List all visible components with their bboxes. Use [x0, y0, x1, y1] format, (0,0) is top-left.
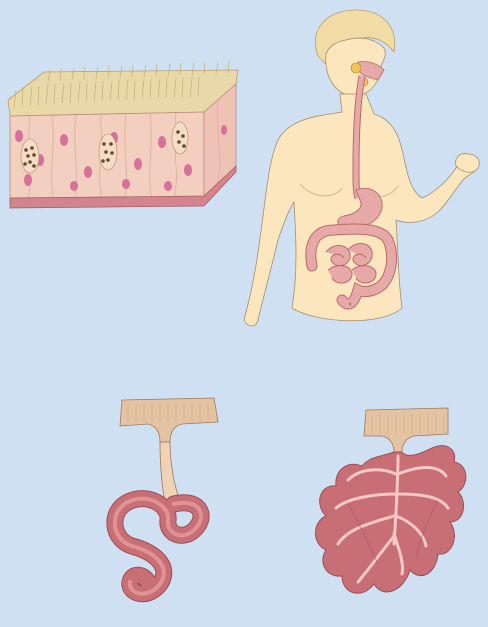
epithelium-svg	[7, 60, 239, 209]
large-intestine	[306, 224, 397, 309]
surface-texture	[127, 404, 209, 422]
nasal-cavity	[357, 61, 385, 81]
compound-branched-gland-illustration	[308, 404, 474, 612]
epithelium-top-surface	[7, 69, 239, 117]
salivary-gland	[350, 62, 362, 74]
basement-membrane	[9, 165, 237, 209]
simple-tube-svg	[106, 397, 219, 603]
body-svg	[243, 9, 480, 327]
small-intestine	[325, 243, 377, 284]
branched-gland-svg	[315, 407, 467, 594]
gland-lobes	[315, 445, 467, 594]
gland-surface-block	[119, 397, 219, 443]
epithelium-cilia	[13, 60, 230, 109]
gland-surface-block	[363, 407, 449, 453]
human-digestive-tract-illustration	[238, 8, 488, 343]
gland-lumina	[334, 454, 450, 584]
goblet-cells	[20, 121, 189, 174]
ciliated-epithelium-illustration	[4, 60, 242, 210]
simple-coiled-tubular-gland-illustration	[106, 394, 232, 616]
hand	[455, 153, 480, 173]
